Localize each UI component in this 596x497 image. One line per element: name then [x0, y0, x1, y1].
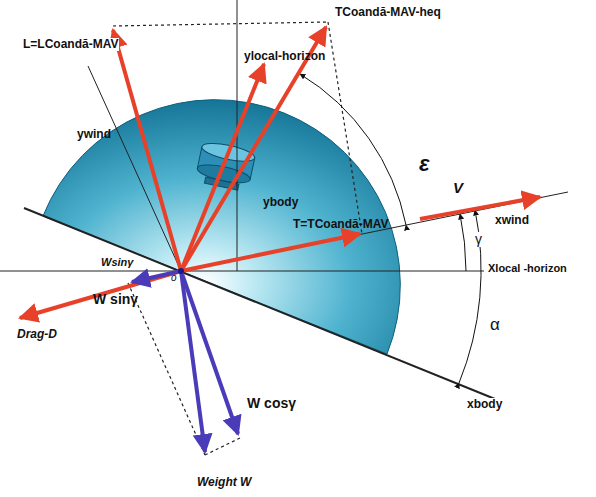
axis-label: ybody: [262, 196, 299, 209]
angle-label: γ: [474, 232, 483, 247]
weight-label: Weight W: [196, 476, 252, 489]
lift-label: L=LCoandă-MAV: [22, 38, 119, 51]
force-label: W cosγ: [246, 396, 297, 411]
axis-label: ywind: [76, 128, 112, 141]
drag-label: Drag-D: [16, 328, 58, 341]
dotted-construction: [113, 22, 362, 455]
angle-label: α: [489, 316, 501, 335]
angle-label: ε: [418, 152, 431, 176]
origin-point: [178, 268, 184, 274]
force-label: Wsinγ: [100, 256, 134, 268]
axes: [0, 0, 568, 401]
weight-vectors: [132, 271, 238, 452]
axis-label: ylocal-horizon: [243, 50, 326, 63]
motor: [195, 140, 257, 192]
coanda-mav-body: [43, 100, 400, 354]
thrust-label: T=TCoandă-MAV: [292, 218, 389, 231]
force-vectors: [20, 27, 540, 318]
thrust-label: TCoandă-MAV-heq: [334, 6, 442, 19]
velocity-label: V: [452, 180, 464, 197]
axis-label: xbody: [466, 398, 503, 411]
axis-label: xwind: [494, 214, 530, 227]
force-label: W sinγ: [92, 292, 139, 307]
origin-label: o: [170, 272, 178, 283]
axis-label: Xlocal -horizon: [487, 262, 568, 274]
